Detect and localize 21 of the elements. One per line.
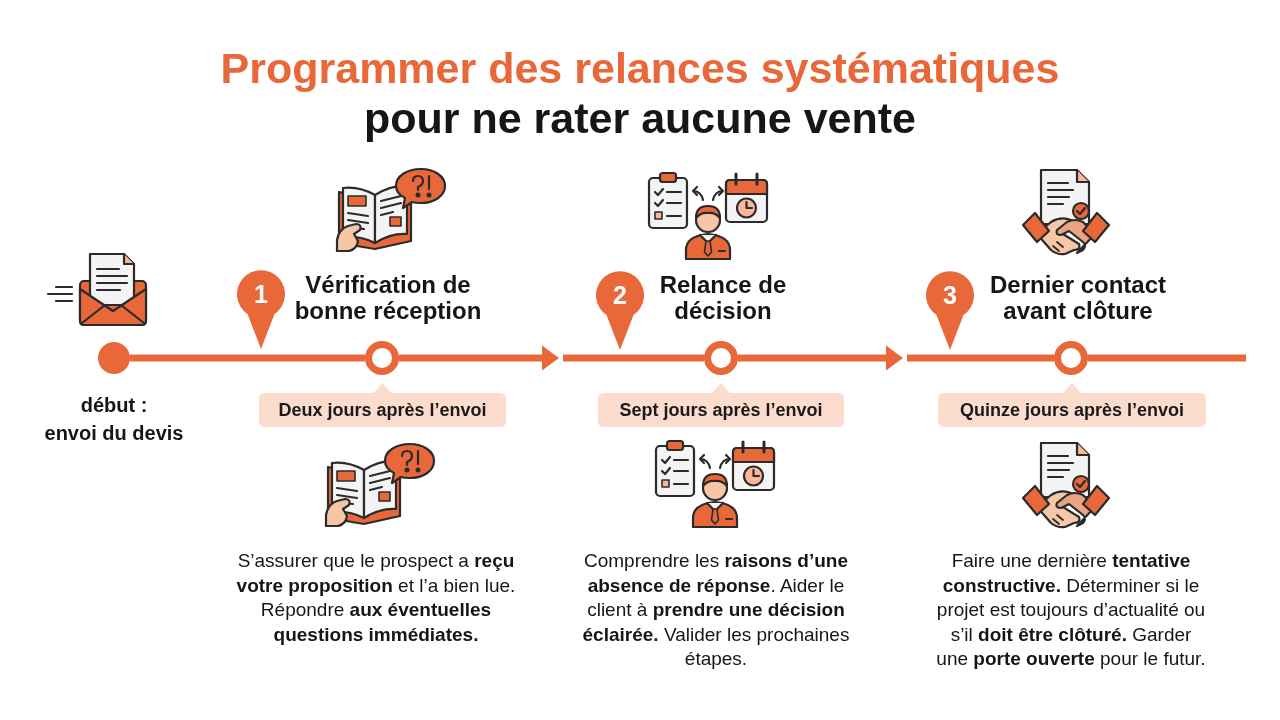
step-description: Comprendre les raisons d’une absence de réponse. Aider le client à prendre une décision éclairée. Valider les prochaines étapes.: [581, 549, 851, 671]
timeline-arrow: [738, 345, 903, 371]
title: Programmer des relances systématiques pour ne rater aucune vente: [219, 43, 1061, 143]
start-caption: début : envoi du devis: [43, 393, 185, 446]
step-heading: Vérification de bonne réception: [293, 272, 483, 324]
step-description: S’assurer que le prospect a reçu votre proposition et l’a bien lue. Répondre aux éventuelles questions immédiates.: [235, 549, 517, 647]
milestone-ring: [365, 341, 399, 375]
map-pin-marker: 3: [925, 271, 975, 351]
start-dot: [98, 342, 130, 374]
time-badge: Quinze jours après l’envoi: [938, 383, 1206, 427]
timeline-arrow: [399, 345, 559, 371]
step-description: Faire une dernière tentative constructive. Déterminer si le projet est toujours d’actualité ou s’il doit être clôturé. Garder une porte ouverte pour le futur.: [935, 549, 1207, 671]
step-heading: Dernier contact avant clôture: [988, 272, 1168, 324]
milestone-ring: [1054, 341, 1088, 375]
time-badge: Deux jours après l’envoi: [259, 383, 506, 427]
map-pin-marker: 2: [595, 271, 645, 351]
milestone-ring: [704, 341, 738, 375]
time-badge: Sept jours après l’envoi: [598, 383, 844, 427]
step-heading: Relance de décision: [658, 272, 788, 324]
timeline-line: [130, 354, 365, 362]
map-pin-marker: 1: [236, 270, 286, 350]
